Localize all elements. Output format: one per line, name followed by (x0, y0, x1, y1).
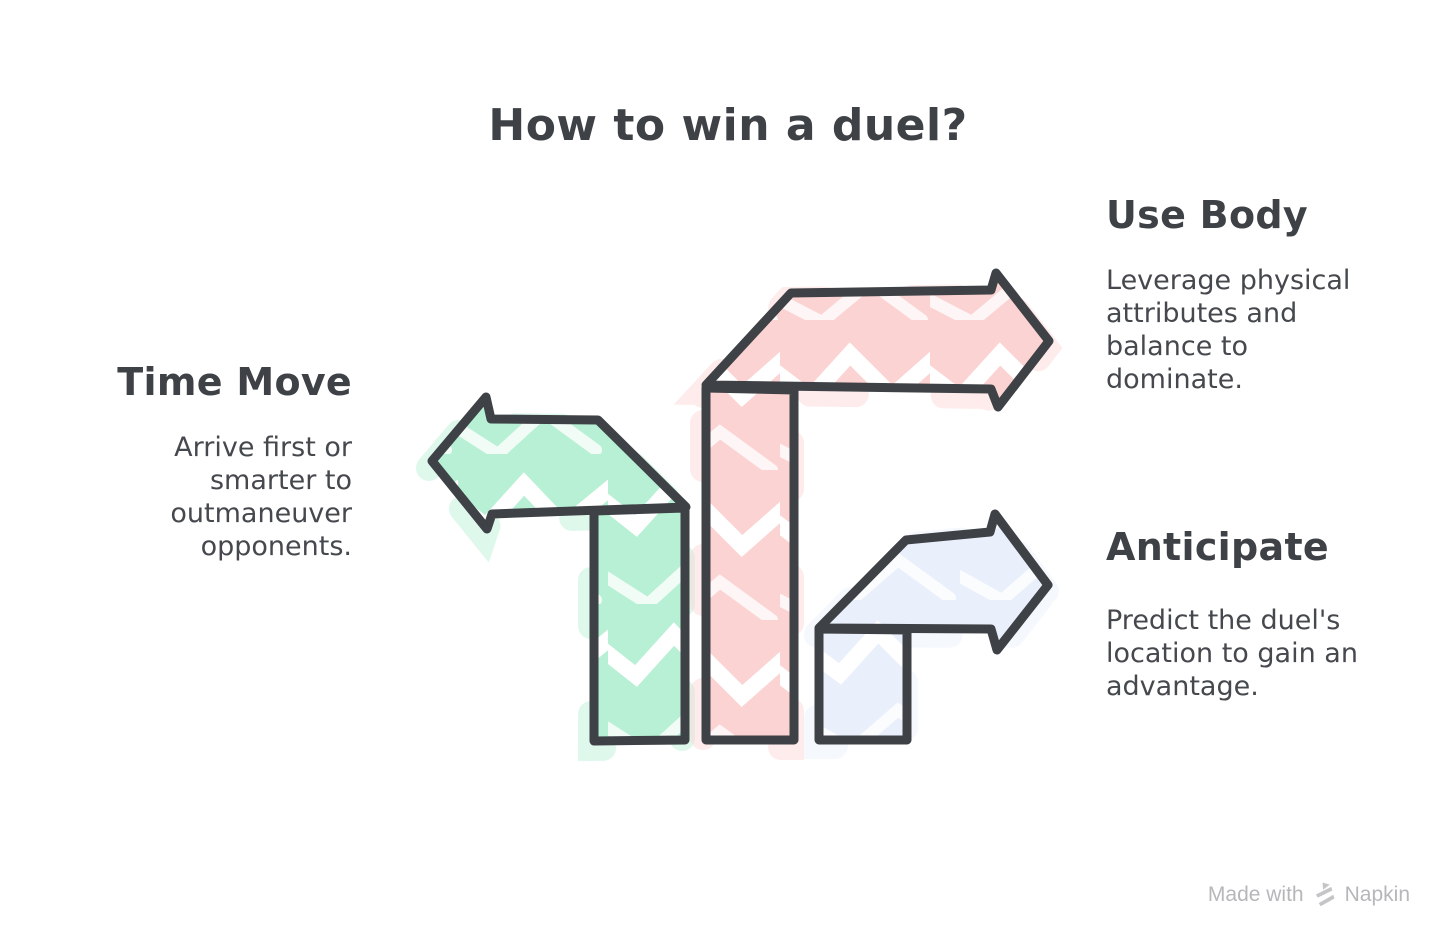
anticipate-label-block: Anticipate Predict the duel's location t… (1106, 525, 1358, 703)
watermark-brand: Napkin (1344, 883, 1410, 906)
use-body-description: Leverage physical attributes and balance… (1106, 264, 1351, 395)
use-body-arrow (701, 268, 1054, 745)
time-move-label-block: Time Move Arrive first or smarter to out… (117, 360, 352, 563)
made-with-napkin-watermark: Made with Napkin (1208, 882, 1410, 908)
use-body-heading: Use Body (1106, 193, 1308, 237)
left-bent-arrow-icon (427, 392, 691, 534)
use-body-label-block: Use Body Leverage physical attributes an… (1106, 193, 1351, 396)
left-arrow-shaft (589, 503, 690, 746)
diagram-title: How to win a duel? (488, 100, 968, 151)
napkin-logo-icon (1315, 882, 1335, 907)
anticipate-arrow (814, 509, 1053, 745)
watermark-prefix: Made with (1207, 883, 1304, 906)
right-bent-arrow-icon (701, 268, 1054, 412)
time-move-description: Arrive first or smarter to outmaneuver o… (170, 431, 352, 562)
anticipate-description: Predict the duel's location to gain an a… (1106, 604, 1358, 702)
right-arrow-shaft (814, 624, 912, 745)
time-move-arrow (427, 392, 691, 746)
right-bent-arrow-icon (814, 509, 1053, 655)
right-arrow-shaft (701, 383, 799, 745)
anticipate-heading: Anticipate (1106, 525, 1329, 569)
time-move-heading: Time Move (117, 360, 352, 404)
